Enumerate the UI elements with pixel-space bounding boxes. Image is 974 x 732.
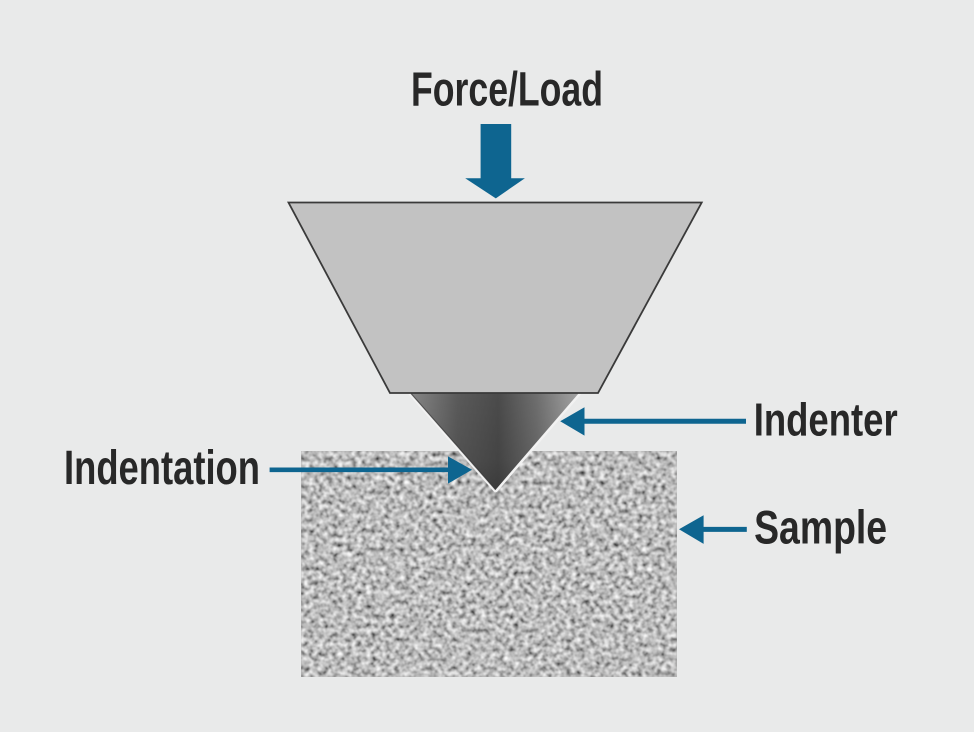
svg-text:Indentation: Indentation [64, 442, 260, 495]
svg-text:Sample: Sample [754, 502, 887, 555]
svg-text:Indenter: Indenter [754, 393, 898, 445]
svg-text:Force/Load: Force/Load [411, 64, 603, 117]
